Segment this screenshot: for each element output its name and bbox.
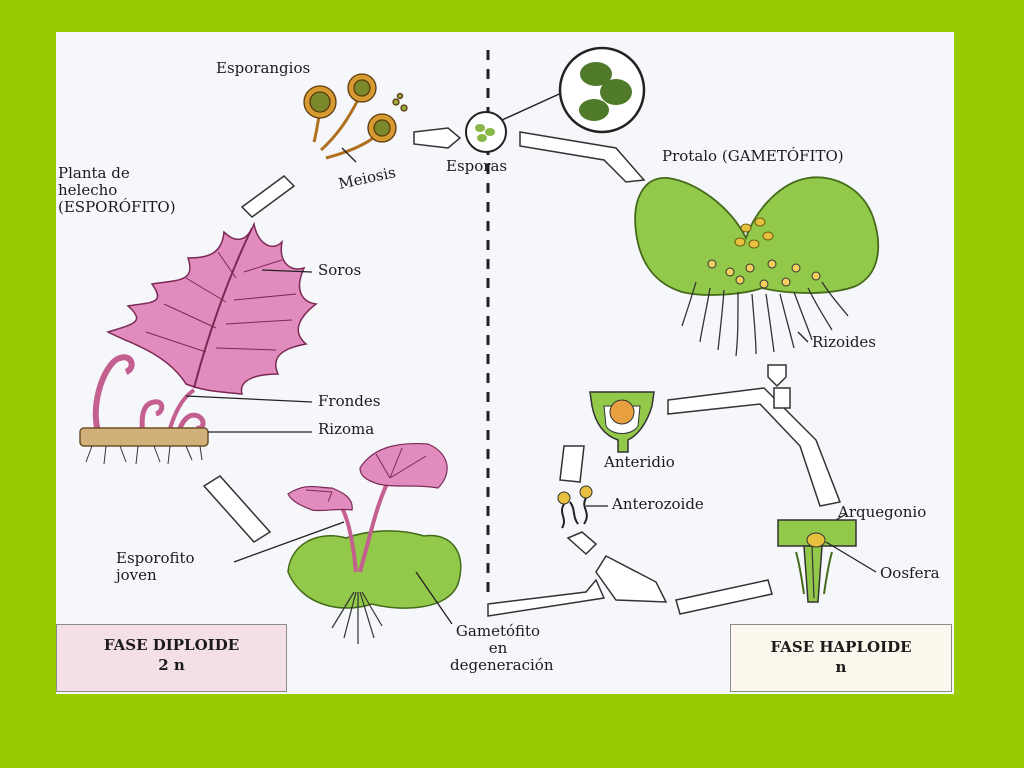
antherozoid-illustration bbox=[557, 485, 593, 529]
sporangia-illustration bbox=[303, 73, 408, 160]
leader-esporofito bbox=[233, 521, 345, 563]
label-frondes: Frondes bbox=[318, 392, 381, 410]
label-anterozoide: Anterozoide bbox=[612, 495, 704, 513]
leader-frondes bbox=[185, 395, 313, 403]
leader-soros bbox=[261, 269, 313, 273]
fern-sporophyte-illustration bbox=[79, 221, 318, 465]
label-gametofito-en-degeneracion: Gametófito en degeneración bbox=[450, 622, 554, 674]
leader-gametofito bbox=[415, 571, 453, 625]
phase-box-diploid: FASE DIPLOIDE 2 n bbox=[56, 624, 287, 692]
label-esporofito-joven: Esporofito joven bbox=[116, 549, 195, 584]
leader-lines bbox=[185, 147, 877, 625]
label-anteridio: Anteridio bbox=[604, 453, 675, 471]
leader-oosfera bbox=[825, 541, 877, 573]
label-rizoides: Rizoides bbox=[812, 333, 876, 351]
leader-arquegonio bbox=[835, 513, 847, 521]
cycle-arrows bbox=[202, 127, 842, 617]
label-soros: Soros bbox=[318, 261, 362, 279]
antheridium-illustration bbox=[589, 391, 655, 453]
archegonium-illustration bbox=[777, 519, 857, 603]
label-arquegonio: Arquegonio bbox=[838, 503, 927, 521]
label-rizoma: Rizoma bbox=[318, 420, 375, 438]
prothallus-illustration bbox=[634, 176, 880, 357]
leader-rizoides bbox=[797, 331, 809, 343]
label-esporas: Esporas bbox=[446, 157, 508, 175]
label-protalo: Protalo (GAMETÓFITO) bbox=[662, 147, 844, 165]
label-esporangios: Esporangios bbox=[216, 59, 311, 77]
young-sporophyte-illustration bbox=[287, 442, 462, 644]
label-planta-de-helecho: Planta de helecho (ESPORÓFITO) bbox=[58, 164, 176, 216]
fern-frond bbox=[106, 221, 318, 395]
fern-life-cycle-diagram: Esporangios Meiosis Esporas Planta de he… bbox=[56, 32, 954, 694]
diagram-artwork bbox=[79, 46, 880, 644]
degenerating-gametophyte bbox=[287, 530, 462, 609]
leader-meiosis bbox=[341, 147, 357, 163]
spores-illustration bbox=[465, 46, 646, 153]
phase-box-haploid: FASE HAPLOIDE n bbox=[730, 624, 952, 692]
label-oosfera: Oosfera bbox=[880, 564, 940, 582]
rhizome bbox=[79, 427, 209, 447]
